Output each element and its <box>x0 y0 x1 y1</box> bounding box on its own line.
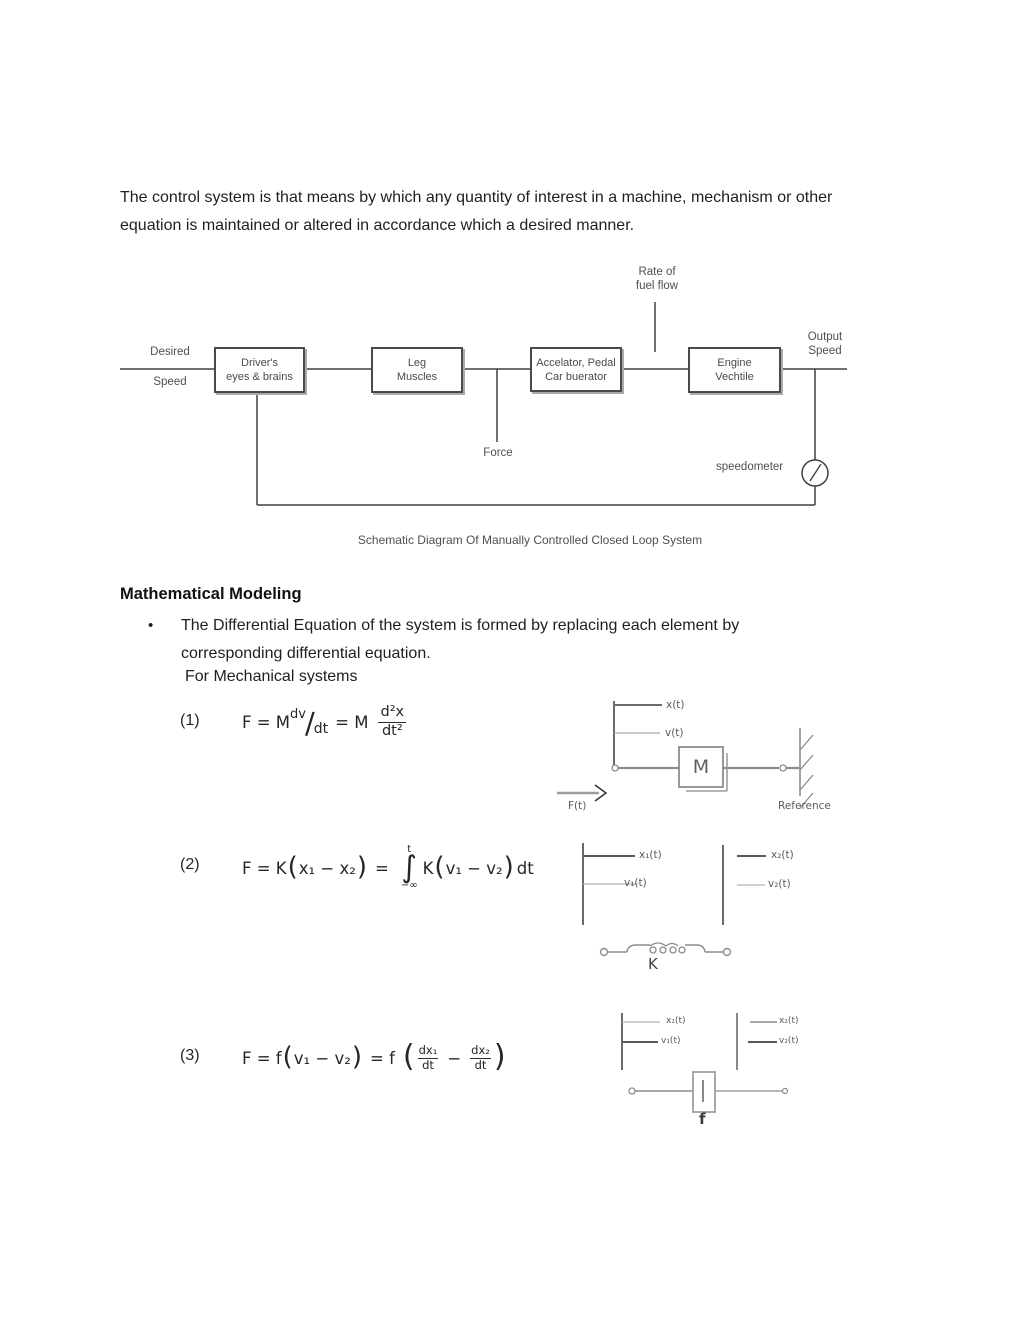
mech2-x2-label: x₂(t) <box>771 849 794 861</box>
mechanical-systems-line: For Mechanical systems <box>185 668 358 685</box>
eq2-paren-open: ( <box>287 852 298 882</box>
mech1-v-label: v(t) <box>665 727 684 739</box>
mech3-v1-label: v₁(t) <box>661 1036 681 1046</box>
block-accelator-pedal: Accelator, Pedal Car buerator <box>530 347 622 392</box>
eq2-coef: K <box>422 858 434 878</box>
bullet-marker: • <box>148 617 154 634</box>
section-heading: Mathematical Modeling <box>120 585 302 603</box>
mech1-force-label: F(t) <box>568 800 587 812</box>
eq3-bigparen-open: ( <box>402 1039 415 1074</box>
box-label: eyes & brains <box>226 371 293 383</box>
block-engine-vehicle: Engine Vechtile <box>688 347 781 393</box>
eq3-group1: v₁ − v₂ <box>293 1048 351 1068</box>
eq2-group1: x₁ − x₂ <box>298 858 356 878</box>
mech-diagram-damper-lines <box>621 1013 789 1113</box>
box-label: Driver's <box>241 357 278 369</box>
mech-diagram-mass-lines <box>557 701 814 809</box>
equation-3: F = f ( v₁ − v₂ ) = f ( dx₁ dt − dx₂ dt … <box>242 1034 507 1082</box>
eq1-mid: = M <box>335 712 369 732</box>
box-label: Vechtile <box>715 371 754 383</box>
desired-label: Desired <box>150 346 190 358</box>
diagram-caption: Schematic Diagram Of Manually Controlled… <box>357 533 703 547</box>
eq2-paren-close2: ) <box>503 852 514 882</box>
eq3-fraction-1: dx₁ dt <box>417 1042 439 1072</box>
block-drivers-eyes-brains: Driver's eyes & brains <box>214 347 305 393</box>
eq2-integral: t ∫ −∞ <box>400 844 418 891</box>
eq1-lhs: F = M <box>242 712 291 732</box>
mech2-v2-label: v₂(t) <box>768 878 791 890</box>
eq3-lhs: F = f <box>242 1048 282 1068</box>
block-leg-muscles: Leg Muscles <box>371 347 463 393</box>
box-label: Accelator, Pedal <box>536 356 616 369</box>
eq3-bigparen-close: ) <box>493 1039 506 1074</box>
eq2-lhs: F = K <box>242 858 287 878</box>
equation-2-number: (2) <box>180 856 200 873</box>
eq1-slant-denominator: dt <box>313 721 329 737</box>
mech2-spring-label: K <box>648 955 658 973</box>
eq1-slant-numerator: dv <box>290 706 306 722</box>
block-diagram-lines <box>120 302 847 506</box>
box-label: Car buerator <box>545 370 607 383</box>
eq2-group2: v₁ − v₂ <box>445 858 503 878</box>
eq2-paren-close: ) <box>356 852 368 882</box>
eq1-slash: ∕ <box>305 705 315 740</box>
intro-paragraph: The control system is that means by whic… <box>120 189 833 234</box>
mech-diagram-spring-lines <box>582 843 766 957</box>
box-label: Engine <box>717 357 752 369</box>
mech1-mass-label: M <box>692 756 710 778</box>
eq3-minus: − <box>447 1048 462 1068</box>
mech1-reference-label: Reference <box>778 800 831 812</box>
equation-2: F = K ( x₁ − x₂ ) = t ∫ −∞ K ( v₁ − v₂ )… <box>242 840 534 896</box>
speed-label: Speed <box>153 376 187 388</box>
speedometer-gauge-icon <box>801 459 829 487</box>
equation-3-number: (3) <box>180 1047 200 1064</box>
mech2-v1-label: v₁(t) <box>624 877 647 889</box>
eq2-paren-open2: ( <box>434 852 445 882</box>
mech2-x1-label: x₁(t) <box>639 849 662 861</box>
rate-of-fuel-flow-label: Rate of fuel flow <box>635 266 679 292</box>
mech3-x1-label: x₁(t) <box>666 1016 686 1026</box>
mech1-x-label: x(t) <box>666 699 685 711</box>
equation-1: F = M dv ∕ dt = M d²x dt² <box>242 696 407 748</box>
eq2-dt: dt <box>516 858 534 878</box>
box-label: Muscles <box>396 371 438 383</box>
desired-speed-label: Desired <box>138 345 202 359</box>
eq3-fraction-2: dx₂ dt <box>470 1042 491 1072</box>
force-label: Force <box>483 447 513 459</box>
eq3-paren-open: ( <box>282 1042 293 1072</box>
eq3-paren-close: ) <box>351 1042 363 1072</box>
mech3-x2-label: x₂(t) <box>779 1016 799 1026</box>
bullet-paragraph: The Differential Equation of the system … <box>181 617 740 662</box>
output-speed-label: Output Speed <box>807 331 843 357</box>
speedometer-label: speedometer <box>716 461 784 473</box>
mech3-damper-label: f <box>699 1110 706 1128</box>
eq3-mid: = f <box>370 1048 395 1068</box>
eq2-equals: = <box>375 858 389 878</box>
mech3-v2-label: v₂(t) <box>779 1036 799 1046</box>
equation-1-number: (1) <box>180 712 200 729</box>
eq1-fraction: d²x dt² <box>378 704 407 739</box>
box-label: Leg <box>407 357 427 369</box>
